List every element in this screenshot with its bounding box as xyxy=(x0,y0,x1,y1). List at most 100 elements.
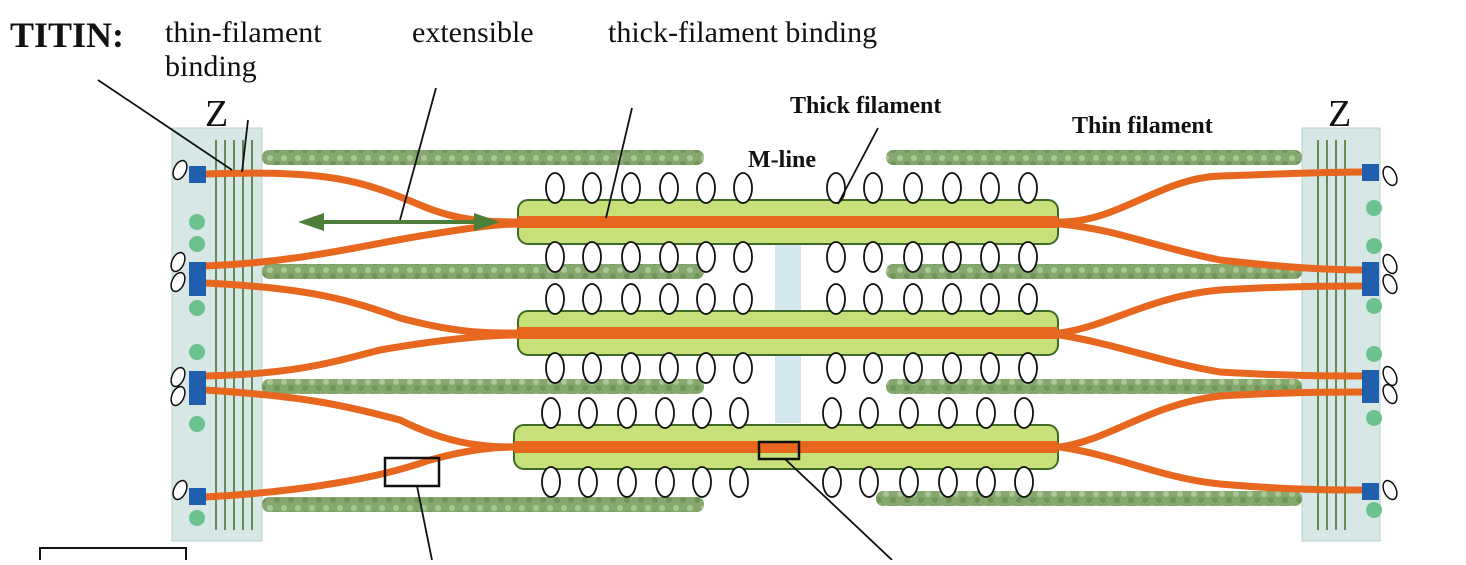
titin-strand xyxy=(1056,168,1372,226)
thick-filament-binding-label: thick-filament binding xyxy=(608,16,878,49)
thin-filament xyxy=(262,379,704,394)
myosin-head xyxy=(696,352,716,384)
myosin-head xyxy=(582,283,602,315)
myosin-head xyxy=(863,172,883,204)
myosin-head xyxy=(578,466,598,498)
myosin-head xyxy=(859,466,879,498)
myosin-head xyxy=(655,466,675,498)
myosin-head xyxy=(1014,397,1034,429)
myosin-head xyxy=(903,172,923,204)
z-band-left xyxy=(171,127,263,542)
thin-filament xyxy=(876,491,1302,506)
myosin-head xyxy=(826,241,846,273)
titin-strand xyxy=(1056,331,1372,380)
myosin-head xyxy=(696,241,716,273)
myosin-head xyxy=(582,172,602,204)
titin-strand xyxy=(1056,220,1372,274)
myosin-head xyxy=(617,397,637,429)
myosin-head xyxy=(729,466,749,498)
myosin-head xyxy=(903,352,923,384)
title-label: TITIN: xyxy=(10,15,125,55)
myosin-head xyxy=(696,172,716,204)
myosin-head xyxy=(578,397,598,429)
myosin-head xyxy=(659,352,679,384)
thick-filament-label: Thick filament xyxy=(790,93,942,119)
z-fibers-right xyxy=(1317,140,1346,530)
myosin-head xyxy=(659,241,679,273)
myosin-head xyxy=(863,352,883,384)
thick-filaments xyxy=(513,199,1059,470)
myosin-head xyxy=(545,283,565,315)
myosin-head xyxy=(826,172,846,204)
myosin-heads xyxy=(541,172,1038,498)
thin-filament xyxy=(886,150,1302,165)
myosin-head xyxy=(733,352,753,384)
bottom-left-box xyxy=(39,547,187,565)
myosin-head xyxy=(826,283,846,315)
z-fibers-left xyxy=(215,140,253,530)
thin-binding-line2: binding xyxy=(165,50,257,83)
myosin-head xyxy=(822,466,842,498)
titin-strand xyxy=(1056,388,1372,451)
titin-strand xyxy=(1056,282,1372,337)
myosin-head xyxy=(729,397,749,429)
myosin-head xyxy=(733,241,753,273)
myosin-head xyxy=(617,466,637,498)
myosin-head xyxy=(659,172,679,204)
myosin-head xyxy=(980,352,1000,384)
z-anchors-right xyxy=(1362,164,1398,518)
titin-strand xyxy=(201,279,524,337)
thin-binding-line1: thin-filament xyxy=(165,16,322,49)
double-arrow-icon xyxy=(298,213,500,231)
z-band-right xyxy=(1301,127,1381,542)
pointer-lines xyxy=(97,79,893,561)
myosin-head xyxy=(1018,172,1038,204)
extensible-label: extensible xyxy=(412,16,534,49)
myosin-head xyxy=(659,283,679,315)
myosin-head xyxy=(938,466,958,498)
myosin-head xyxy=(696,283,716,315)
myosin-head xyxy=(692,397,712,429)
myosin-head xyxy=(863,283,883,315)
zoom-box-icon xyxy=(383,456,441,488)
thin-filament-label: Thin filament xyxy=(1072,113,1213,139)
z-label-right: Z xyxy=(1328,93,1352,135)
myosin-head xyxy=(621,283,641,315)
myosin-head xyxy=(692,466,712,498)
m-line-label: M-line xyxy=(748,147,816,173)
myosin-head xyxy=(980,241,1000,273)
myosin-head xyxy=(899,397,919,429)
titin-strand xyxy=(201,331,524,380)
myosin-head xyxy=(733,283,753,315)
myosin-head xyxy=(582,352,602,384)
titin-strand xyxy=(201,220,524,270)
z-label-left: Z xyxy=(205,93,229,135)
myosin-head xyxy=(980,283,1000,315)
myosin-head xyxy=(621,352,641,384)
myosin-head xyxy=(976,397,996,429)
myosin-head xyxy=(621,241,641,273)
myosin-head xyxy=(541,397,561,429)
myosin-head xyxy=(655,397,675,429)
titin-strand xyxy=(201,443,520,501)
myosin-head xyxy=(938,397,958,429)
myosin-head xyxy=(859,397,879,429)
myosin-head xyxy=(942,241,962,273)
myosin-head xyxy=(545,352,565,384)
myosin-head xyxy=(903,283,923,315)
z-anchors-left xyxy=(170,159,206,526)
titin-strand xyxy=(1056,443,1372,494)
myosin-head xyxy=(942,352,962,384)
myosin-head xyxy=(903,241,923,273)
myosin-head xyxy=(822,397,842,429)
myosin-head xyxy=(1018,241,1038,273)
zoom-box-icon xyxy=(757,440,801,461)
myosin-head xyxy=(980,172,1000,204)
thin-filament-binding-label: thin-filament binding xyxy=(165,16,322,84)
myosin-head xyxy=(826,352,846,384)
myosin-head xyxy=(863,241,883,273)
myosin-head xyxy=(1014,466,1034,498)
myosin-head xyxy=(942,283,962,315)
